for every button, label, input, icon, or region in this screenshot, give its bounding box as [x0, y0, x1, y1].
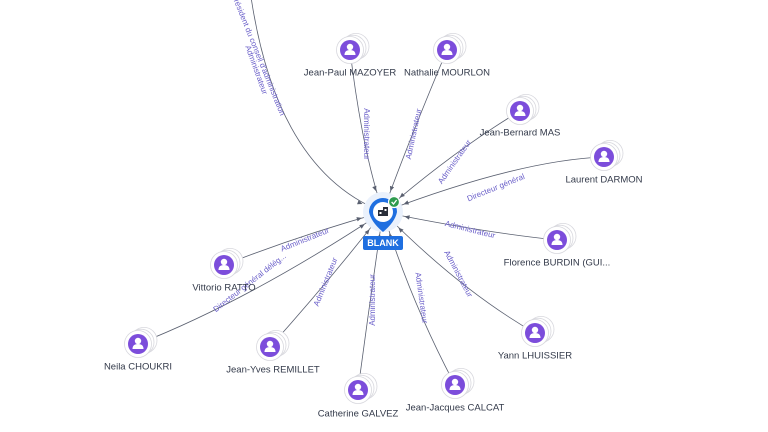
edge-cg — [357, 211, 384, 391]
edge-label-jpm: Administrateur — [362, 108, 371, 160]
person-node-jpm[interactable]: Jean-Paul MAZOYER — [304, 33, 397, 79]
edge-jyr — [269, 211, 384, 348]
company-node[interactable]: BLANK — [363, 192, 403, 250]
edge-label-top-left-0: Président du conseil d'administration — [230, 0, 287, 117]
person-node-yl[interactable]: Yann LHUISSIER — [498, 315, 572, 362]
edge-label-jbm: Administrateur — [436, 138, 473, 186]
building-icon — [378, 207, 388, 216]
person-name: Jean-Bernard MAS — [480, 128, 561, 139]
edge-jbm — [382, 110, 521, 213]
edge-label-nm: Administrateur — [404, 107, 424, 160]
edge-label-yl: Administrateur — [442, 249, 474, 299]
edge-label-jyr: Administrateur — [312, 256, 340, 308]
edge-label-fb: Administrateur — [444, 219, 497, 240]
edge-top-left — [251, 0, 384, 213]
edge-arrow-jyr — [364, 229, 370, 235]
person-name: Jean-Jacques CALCAT — [406, 403, 505, 414]
person-name: Laurent DARMON — [565, 175, 642, 186]
person-node-cg[interactable]: Catherine GALVEZ — [318, 372, 399, 420]
person-node-fb[interactable]: Florence BURDIN (GUI... — [504, 222, 611, 269]
company-label: BLANK — [367, 238, 399, 248]
company-label-bg — [363, 236, 403, 250]
person-name: Jean-Paul MAZOYER — [304, 68, 397, 79]
edge-arrow-jpm — [372, 185, 377, 192]
edge-label-ld: Directeur général — [466, 172, 526, 203]
person-node-ld[interactable]: Laurent DARMON — [565, 139, 643, 186]
edge-arrow-fb — [404, 215, 410, 220]
edge-jjc — [382, 211, 456, 386]
person-name: Catherine GALVEZ — [318, 409, 399, 420]
edge-label-jjc: Administrateur — [413, 272, 429, 325]
edge-arrow-top-left — [357, 200, 363, 205]
person-name: Neila CHOUKRI — [104, 362, 172, 373]
person-name: Yann LHUISSIER — [498, 351, 572, 362]
edge-ld — [382, 156, 605, 213]
person-node-vr[interactable]: Vittorio RATTO — [192, 247, 256, 294]
person-node-jbm[interactable]: Jean-Bernard MAS — [480, 94, 561, 139]
edge-nc — [137, 211, 384, 345]
person-name: Florence BURDIN (GUI... — [504, 258, 611, 269]
edge-arrow-nc — [359, 224, 365, 229]
person-name: Vittorio RATTO — [192, 283, 255, 294]
check-icon — [391, 199, 398, 205]
edge-arrow-nm — [389, 185, 395, 192]
person-node-nc[interactable]: Neila CHOUKRI — [104, 326, 172, 373]
verified-icon — [387, 195, 401, 209]
edge-arrow-ld — [403, 200, 410, 205]
person-node-jjc[interactable]: Jean-Jacques CALCAT — [406, 367, 505, 414]
edge-label-vr: Administrateur — [279, 226, 331, 254]
person-name: Jean-Yves REMILLET — [226, 365, 320, 376]
person-name: Nathalie MOURLON — [404, 68, 490, 79]
edge-arrow-jbm — [399, 192, 405, 198]
edge-arrow-vr — [356, 217, 362, 222]
edge-label-cg: Administrateur — [368, 274, 377, 326]
person-node-jyr[interactable]: Jean-Yves REMILLET — [226, 329, 320, 376]
person-node-nm[interactable]: Nathalie MOURLON — [404, 33, 490, 79]
edge-arrow-yl — [398, 227, 404, 233]
